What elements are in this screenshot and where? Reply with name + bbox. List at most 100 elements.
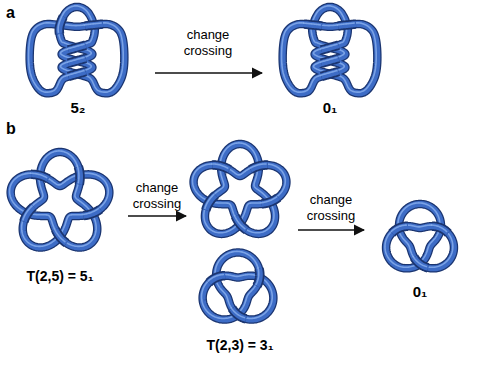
knot-highlight: [261, 196, 278, 202]
knot-highlight: [320, 70, 337, 75]
knot-highlight: [385, 203, 453, 267]
over-crossing: [58, 16, 63, 34]
arrow: [128, 215, 186, 217]
over-crossing: [77, 166, 80, 185]
knot-highlight: [282, 6, 377, 92]
over-crossing: [249, 164, 267, 170]
knot-highlight: [303, 23, 321, 25]
knot-highlight: [231, 307, 245, 318]
knot-tube: [283, 7, 378, 93]
knot-tube-outline: [30, 7, 125, 93]
knot-highlight: [320, 44, 337, 49]
over-crossing: [320, 70, 338, 76]
over-crossing: [67, 70, 85, 76]
knot-highlight: [83, 208, 100, 214]
arrow-label-text: change crossing: [133, 180, 181, 211]
panel-letter-text: b: [6, 120, 16, 137]
knot-highlight: [192, 143, 285, 233]
knot-tube-outline: [203, 253, 274, 320]
knot-highlight: [67, 70, 84, 75]
knot-highlight: [249, 164, 266, 169]
knot-label: T(2,5) = 5₁: [27, 268, 94, 285]
knot-figure: [29, 6, 125, 93]
over-crossing: [231, 307, 246, 319]
knot-label: 5₂: [70, 99, 85, 117]
knot-highlight: [30, 173, 47, 178]
knot-tube: [194, 144, 287, 234]
knot-figure: [385, 203, 454, 268]
over-crossing: [391, 225, 408, 233]
knot-tube: [386, 204, 454, 268]
knot-tube-outline: [386, 204, 454, 268]
knot-highlight: [10, 151, 109, 247]
knot-label-text: 5₂: [70, 99, 85, 116]
over-crossing: [211, 164, 229, 170]
arrow-label: change crossing: [117, 180, 197, 211]
knot-highlight: [67, 57, 84, 62]
knot-figure: [10, 151, 110, 248]
knot-highlight: [58, 16, 62, 33]
panel-letter: a: [6, 3, 15, 22]
knot-highlight: [84, 23, 102, 25]
over-crossing: [84, 23, 103, 26]
over-crossing: [205, 194, 216, 210]
knot-highlight: [337, 23, 355, 25]
knot-label-text: T(2,3) = 3₁: [207, 337, 274, 353]
knot-highlight: [208, 275, 224, 282]
knot-figure: [192, 143, 286, 234]
knot-highlight: [234, 215, 245, 229]
knot-figure: [282, 6, 378, 93]
over-crossing: [337, 23, 356, 26]
knot-label: 0₁: [323, 99, 338, 117]
arrow: [155, 72, 262, 74]
over-crossing: [234, 215, 246, 230]
knot-tube: [203, 253, 274, 320]
knot-highlight: [431, 225, 447, 232]
over-crossing: [83, 208, 101, 216]
over-crossing: [431, 225, 448, 233]
knot-highlight: [211, 164, 228, 169]
knot-highlight: [77, 166, 79, 184]
knot-highlight: [29, 6, 124, 92]
knot-tube-outline: [194, 144, 287, 234]
knot-label-text: T(2,5) = 5₁: [27, 268, 94, 284]
knot-tube: [11, 152, 110, 248]
arrow-label: change crossing: [168, 27, 248, 58]
over-crossing: [320, 44, 338, 50]
over-crossing: [23, 206, 34, 222]
knot-highlight: [54, 228, 65, 242]
over-crossing: [67, 44, 85, 50]
over-crossing: [261, 196, 279, 204]
arrow-label-text: change crossing: [184, 27, 232, 58]
knot-highlight: [67, 44, 84, 49]
panel-letter: b: [6, 119, 16, 138]
knot-figure: [202, 251, 274, 319]
knot-highlight: [202, 251, 273, 318]
knot-highlight: [23, 206, 33, 221]
over-crossing: [54, 228, 66, 243]
over-crossing: [303, 23, 322, 26]
panel-letter-text: a: [6, 4, 15, 21]
knot-highlight: [320, 57, 337, 62]
knot-label: T(2,3) = 3₁: [207, 337, 274, 354]
arrow: [298, 229, 364, 231]
arrow-label: change crossing: [291, 192, 371, 223]
arrow-label-text: change crossing: [307, 192, 355, 223]
knot-highlight: [413, 256, 427, 266]
over-crossing: [413, 256, 428, 268]
over-crossing: [208, 275, 225, 283]
knot-tube-outline: [283, 7, 378, 93]
over-crossing: [320, 57, 338, 63]
over-crossing: [67, 57, 85, 63]
knot-label-text: 0₁: [413, 283, 428, 300]
knot-tube-outline: [11, 152, 110, 248]
knot-highlight: [256, 267, 259, 284]
over-crossing: [30, 173, 48, 179]
knot-highlight: [391, 225, 407, 232]
knot-label: 0₁: [413, 283, 428, 301]
over-crossing: [256, 267, 260, 286]
knot-label-text: 0₁: [323, 99, 338, 116]
knot-highlight: [205, 194, 215, 209]
knot-tube: [30, 7, 125, 93]
